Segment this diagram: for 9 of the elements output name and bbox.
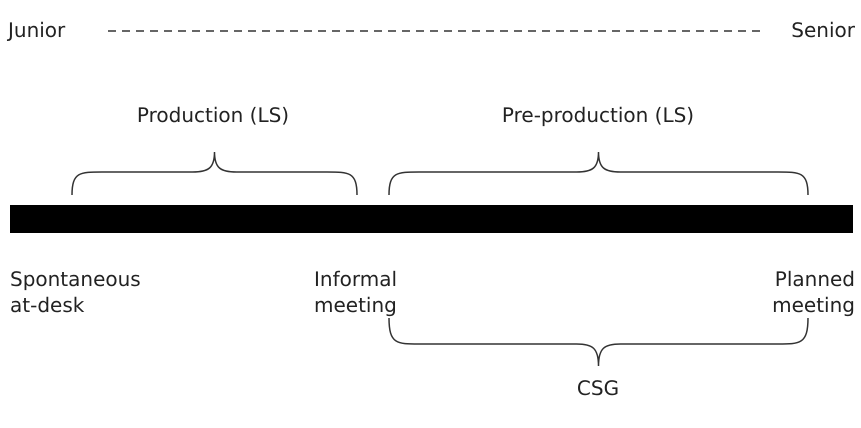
end-label: Senior — [791, 18, 855, 42]
range-label: Pre-production (LS) — [502, 103, 694, 127]
timeline-bar — [10, 205, 853, 233]
range-label: CSG — [576, 376, 620, 400]
range-label: Production (LS) — [136, 103, 290, 127]
point-label: Planned meeting — [772, 267, 855, 317]
point-label: Spontaneous at-desk — [10, 267, 141, 317]
end-label: Junior — [8, 18, 66, 42]
point-label: Informal meeting — [314, 267, 398, 317]
